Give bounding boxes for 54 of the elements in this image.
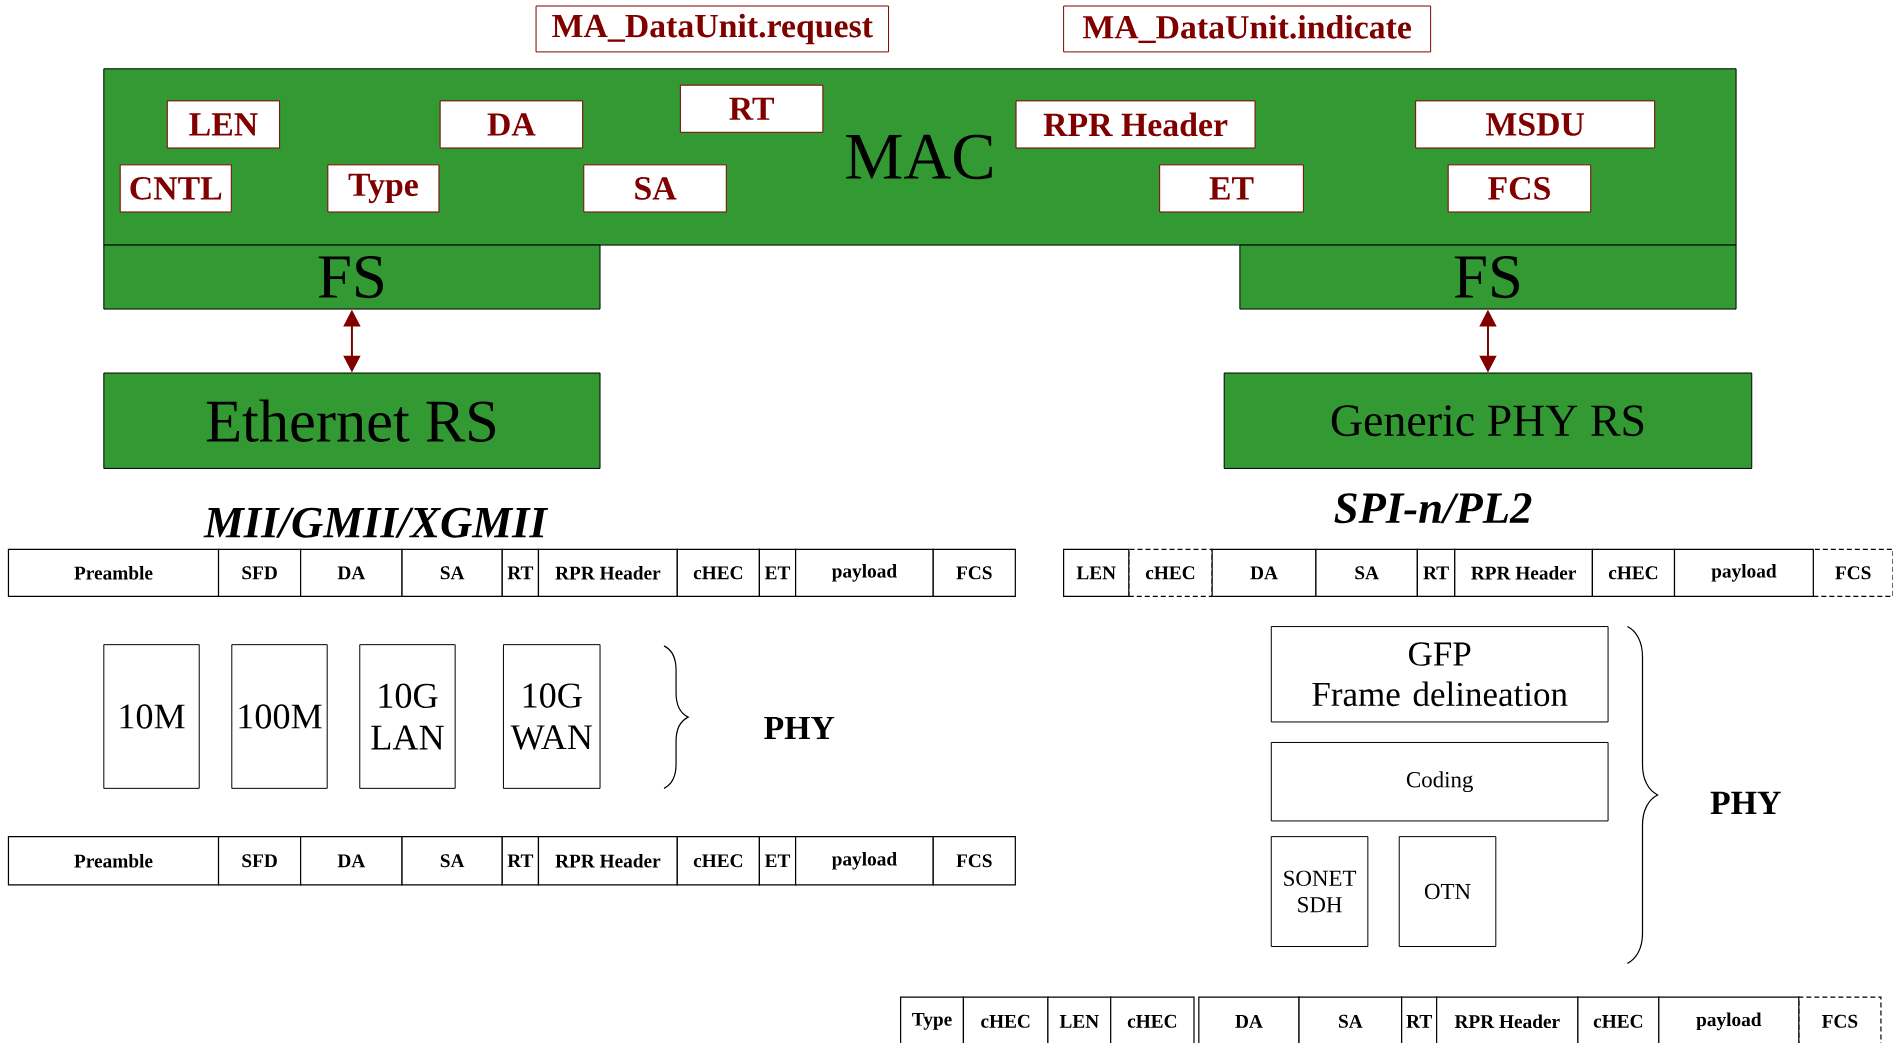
table-cell: cHEC [1591, 548, 1676, 597]
field-box: RPR Header [1015, 100, 1256, 149]
layer-label: PHY [1710, 791, 1781, 814]
layer-box: FS [103, 244, 601, 310]
layer-label: PHY [764, 716, 835, 739]
table-cell: FCS [1798, 996, 1882, 1043]
field-box: MA_DataUnit.indicate [1063, 5, 1432, 53]
table-cell: cHEC [962, 996, 1049, 1043]
field-box: Type [327, 164, 440, 213]
phy-box: 10G WAN [502, 644, 601, 789]
phy-box: 100M [231, 644, 328, 789]
table-cell: FCS [1812, 548, 1893, 597]
table-cell: RT [501, 836, 540, 886]
layer-box: Ethernet RS [103, 372, 601, 469]
table-cell: cHEC [1577, 996, 1660, 1043]
interface-label: MII/GMII/XGMII [203, 507, 549, 538]
phy-box: SONET SDH [1270, 836, 1369, 947]
table-cell: SFD [217, 548, 302, 597]
table-cell: SFD [217, 836, 302, 886]
phy-box: 10M [103, 644, 200, 789]
table-cell: Type [900, 996, 964, 1043]
field-box: RT [679, 84, 824, 133]
field-box: ET [1159, 164, 1304, 213]
field-box: MSDU [1415, 100, 1656, 149]
table-cell: DA [300, 836, 403, 886]
phy-box: GFP Frame delineation [1270, 626, 1609, 723]
table-cell: DA [1211, 548, 1317, 597]
field-box: FCS [1447, 164, 1592, 213]
table-cell: FCS [932, 836, 1016, 886]
field-box: MA_DataUnit.request [535, 5, 890, 53]
table-cell: ET [758, 836, 797, 886]
table-cell: payload [1673, 548, 1814, 597]
table-cell: LEN [1063, 548, 1130, 597]
field-box: SA [583, 164, 727, 213]
layer-box: FS [1239, 244, 1737, 310]
table-cell: RT [1401, 996, 1438, 1043]
phy-box: Coding [1270, 741, 1609, 822]
table-cell: RT [1416, 548, 1456, 597]
table-cell: DA [1198, 996, 1300, 1043]
table-cell: DA [300, 548, 403, 597]
interface-label: SPI-n/PL2 [1334, 493, 1532, 524]
field-box: DA [439, 100, 584, 149]
field-box: CNTL [119, 164, 232, 213]
table-cell: LEN [1047, 996, 1112, 1043]
table-cell: cHEC [1110, 996, 1195, 1043]
field-box: LEN [166, 100, 281, 149]
table-cell: cHEC [1128, 548, 1213, 597]
table-cell: FCS [932, 548, 1016, 597]
phy-box: 10G LAN [359, 644, 456, 789]
layer-box: Generic PHY RS [1223, 372, 1753, 469]
table-cell: payload [1658, 996, 1800, 1043]
table-cell: ET [758, 548, 797, 597]
table-cell: RT [501, 548, 540, 597]
phy-box: OTN [1398, 836, 1497, 947]
